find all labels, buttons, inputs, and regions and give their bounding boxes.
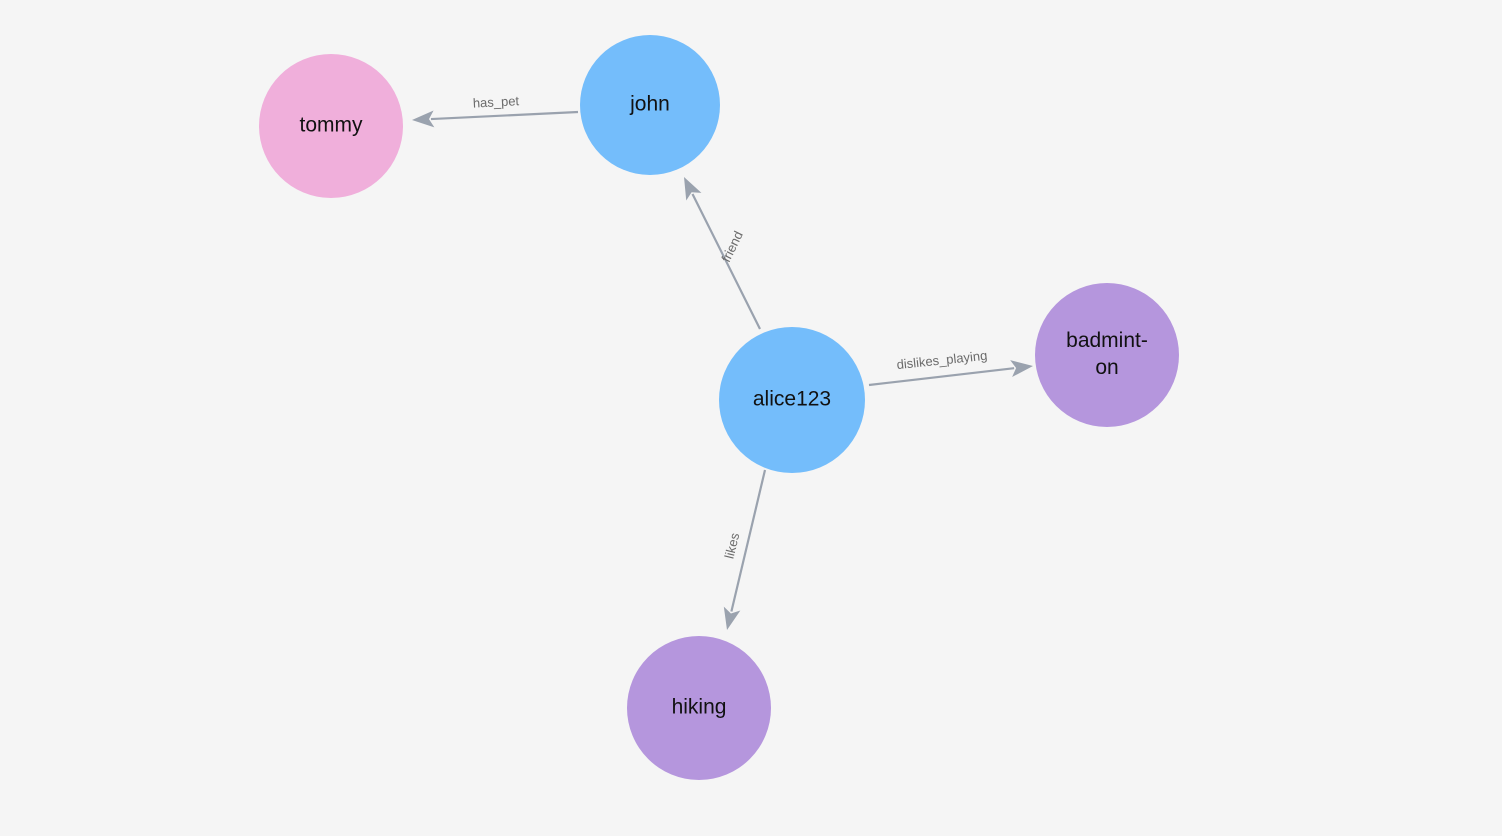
node-circle[interactable]	[719, 327, 865, 473]
edge-arrowhead	[684, 177, 702, 201]
edge-line	[430, 110, 579, 121]
graph-node-alice123[interactable]: alice123	[719, 327, 865, 473]
edge-label: friend	[718, 229, 746, 265]
edge-arrowhead	[1010, 360, 1033, 377]
graph-node-hiking[interactable]: hiking	[627, 636, 771, 780]
nodes-layer: tommy john alice123 badmint-on hiking	[259, 35, 1179, 780]
edge-label: has_pet	[472, 93, 519, 110]
edge-label: likes	[722, 531, 743, 560]
graph-node-tommy[interactable]: tommy	[259, 54, 403, 198]
node-circle[interactable]	[580, 35, 720, 175]
edge-line	[691, 193, 761, 330]
graph-edge[interactable]: has_pet	[412, 93, 579, 128]
edge-label: dislikes_playing	[896, 348, 988, 372]
graph-node-badminton[interactable]: badmint-on	[1035, 283, 1179, 427]
graph-edge[interactable]: friend	[684, 177, 761, 330]
graph-edge[interactable]: dislikes_playing	[868, 348, 1033, 387]
node-circle[interactable]	[259, 54, 403, 198]
node-circle[interactable]	[627, 636, 771, 780]
node-circle[interactable]	[1035, 283, 1179, 427]
graph-edge[interactable]: likes	[722, 469, 767, 630]
edge-arrowhead	[412, 110, 435, 128]
graph-node-john[interactable]: john	[580, 35, 720, 175]
edge-line	[868, 367, 1015, 387]
edge-arrowhead	[723, 606, 741, 630]
edge-line	[730, 469, 767, 612]
